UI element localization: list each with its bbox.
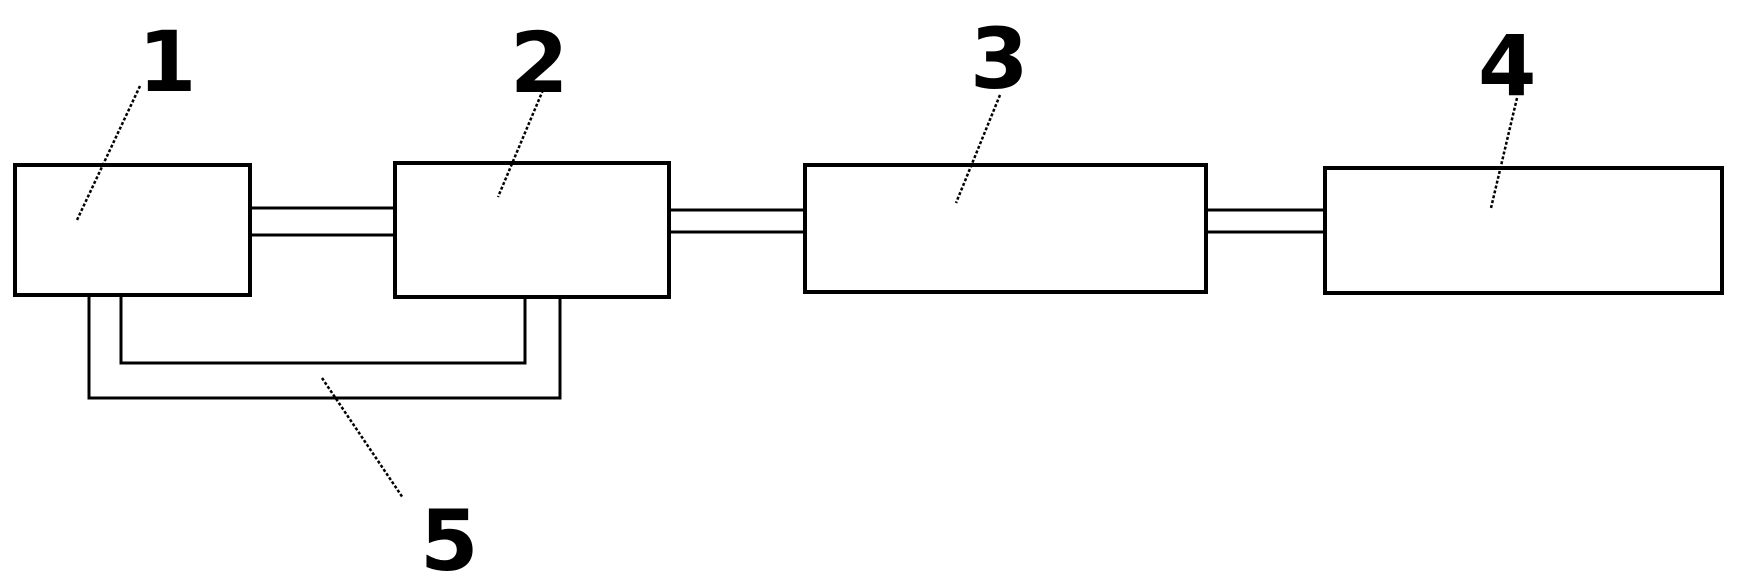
leader-line-3 [954, 94, 1002, 204]
callout-label-2: 2 [510, 14, 568, 112]
connector-1-2 [250, 206, 395, 237]
block-2 [393, 161, 671, 299]
connector-2-3 [669, 208, 805, 234]
leader-line-4 [1489, 97, 1519, 209]
block-4 [1323, 166, 1724, 295]
callout-label-4: 4 [1478, 17, 1536, 115]
leader-line-5 [320, 377, 405, 499]
bypass-pipe [87, 296, 562, 400]
leader-line-2 [496, 89, 545, 198]
callout-label-1: 1 [138, 13, 196, 111]
connector-3-4 [1206, 208, 1325, 234]
block-3 [803, 163, 1208, 294]
block-1 [13, 163, 252, 297]
callout-label-3: 3 [970, 10, 1028, 108]
callout-label-5: 5 [420, 492, 478, 585]
